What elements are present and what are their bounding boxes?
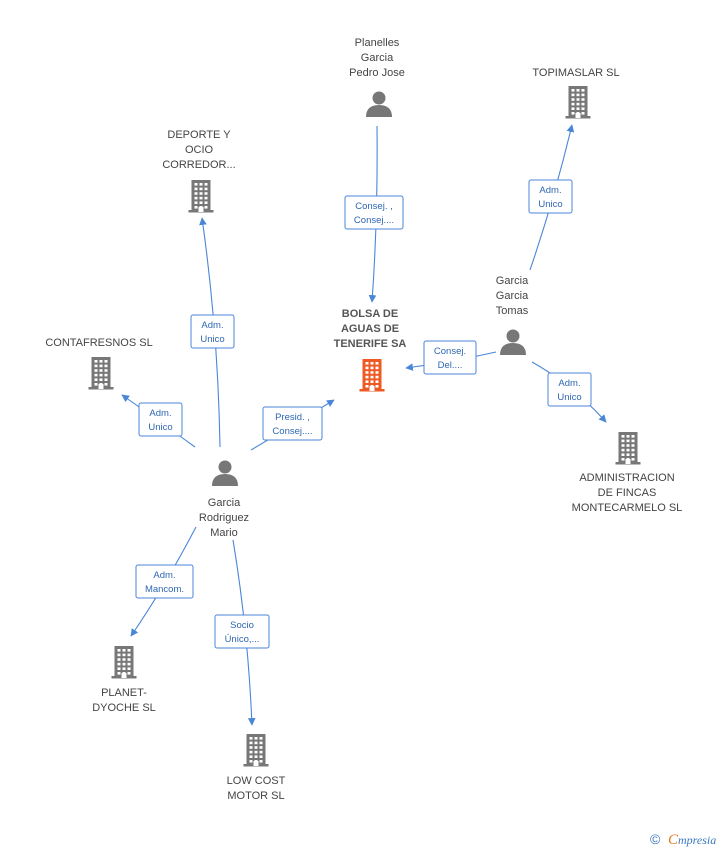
node-label[interactable]: Tomas: [496, 305, 529, 317]
edge-label[interactable]: Consej. Del....: [423, 340, 477, 375]
node-label[interactable]: CORREDOR...: [162, 159, 235, 171]
edge-garcia_mario-lowcost: SocioÚnico,...: [214, 539, 270, 726]
edge-label[interactable]: SocioÚnico,...: [214, 614, 270, 649]
edge-label-text: Adm.: [558, 378, 580, 389]
edge-label[interactable]: Adm. Unico: [138, 402, 183, 437]
edge-label-text: Unico: [200, 334, 224, 345]
edge-label-box[interactable]: [547, 372, 592, 407]
edge-garcia_tomas-bolsa: Consej. Del....: [405, 340, 497, 375]
building-icon[interactable]: [88, 357, 114, 390]
edge-label[interactable]: Consej. , Consej....: [344, 195, 404, 230]
person-icon[interactable]: [500, 329, 526, 356]
building-icon[interactable]: [359, 359, 385, 392]
node-label[interactable]: Planelles: [355, 37, 400, 49]
building-icon[interactable]: [615, 432, 641, 465]
edge-label-box[interactable]: [190, 314, 235, 349]
edge-garcia_mario-contafresnos: Adm. Unico: [121, 394, 196, 448]
edge-label-text: Único,...: [225, 634, 260, 645]
edge-label-text: Consej.: [434, 346, 466, 357]
node-label[interactable]: MOTOR SL: [227, 790, 284, 802]
edge-label[interactable]: Adm. Unico: [528, 179, 573, 214]
node-contafresnos[interactable]: CONTAFRESNOS SL: [45, 337, 153, 390]
edge-label-text: Adm.: [153, 570, 175, 581]
node-planet[interactable]: PLANET- DYOCHE SL: [92, 646, 156, 714]
node-label[interactable]: OCIO: [185, 144, 214, 156]
node-label[interactable]: Garcia: [208, 497, 241, 509]
node-label[interactable]: MONTECARMELO SL: [572, 502, 683, 514]
node-label[interactable]: Mario: [210, 527, 238, 539]
brand-name: mpresia: [678, 833, 716, 847]
edge-label[interactable]: Adm. Unico: [190, 314, 235, 349]
edge-garcia_mario-bolsa: Presid. , Consej....: [250, 399, 335, 451]
edge-garcia_tomas-administracion: Adm. Unico: [531, 361, 607, 423]
edge-label-text: Presid. ,: [275, 412, 310, 423]
node-label[interactable]: BOLSA DE: [342, 308, 398, 320]
node-label[interactable]: CONTAFRESNOS SL: [45, 337, 152, 349]
building-icon[interactable]: [188, 180, 214, 213]
node-label[interactable]: TENERIFE SA: [334, 338, 407, 350]
edge-label-text: Adm.: [149, 408, 171, 419]
node-label[interactable]: TOPIMASLAR SL: [532, 67, 619, 79]
node-deporte[interactable]: DEPORTE Y OCIO CORREDOR...: [162, 129, 236, 213]
edge-label-text: Consej....: [354, 215, 394, 226]
node-label[interactable]: AGUAS DE: [341, 323, 399, 335]
node-label[interactable]: DE FINCAS: [598, 487, 657, 499]
edges-layer: Consej. ,Consej....Adm.UnicoConsej.Del..…: [121, 124, 607, 726]
node-label[interactable]: LOW COST: [227, 775, 286, 787]
edge-label-box[interactable]: [423, 340, 477, 375]
node-label[interactable]: DYOCHE SL: [92, 702, 156, 714]
edge-label-text: Unico: [148, 422, 172, 433]
edge-label[interactable]: Adm. Mancom.: [135, 564, 194, 599]
person-icon[interactable]: [366, 91, 392, 118]
edge-label-box[interactable]: [214, 614, 270, 649]
edge-label-box[interactable]: [344, 195, 404, 230]
building-icon[interactable]: [565, 86, 591, 119]
node-label[interactable]: ADMINISTRACION: [579, 472, 674, 484]
edge-label-text: Unico: [557, 392, 581, 403]
edge-label-text: Mancom.: [145, 584, 184, 595]
edge-label-box[interactable]: [138, 402, 183, 437]
building-icon[interactable]: [243, 734, 269, 767]
edge-label-text: Consej. ,: [355, 201, 393, 212]
node-label[interactable]: Pedro Jose: [349, 67, 405, 79]
node-label[interactable]: PLANET-: [101, 687, 147, 699]
edge-label[interactable]: Presid. , Consej....: [262, 406, 323, 441]
edge-planelles-bolsa: Consej. , Consej....: [344, 125, 404, 303]
node-label[interactable]: Rodriguez: [199, 512, 249, 524]
edge-garcia_mario-planet: Adm. Mancom.: [130, 526, 197, 637]
empresia-logo: © C mpresia: [650, 831, 716, 848]
building-icon[interactable]: [111, 646, 137, 679]
brand-initial: C: [668, 832, 679, 848]
node-label[interactable]: Garcia: [496, 290, 529, 302]
node-bolsa[interactable]: BOLSA DE AGUAS DE TENERIFE SA: [334, 308, 407, 392]
edge-label-text: Adm.: [539, 185, 561, 196]
person-icon[interactable]: [212, 460, 238, 487]
node-administracion[interactable]: ADMINISTRACION DE FINCAS MONTECARMELO SL: [572, 432, 683, 514]
node-lowcost[interactable]: LOW COST MOTOR SL: [227, 734, 286, 802]
edge-label-text: Del....: [438, 360, 463, 371]
node-label[interactable]: DEPORTE Y: [167, 129, 231, 141]
nodes-layer: BOLSA DE AGUAS DE TENERIFE SA PlanellesGarc…: [45, 37, 682, 802]
node-topimaslar[interactable]: TOPIMASLAR SL: [532, 67, 620, 119]
edge-label-text: Socio: [230, 620, 254, 631]
edge-label[interactable]: Adm. Unico: [547, 372, 592, 407]
edge-label-text: Consej....: [272, 426, 312, 437]
edge-label-box[interactable]: [528, 179, 573, 214]
edge-label-text: Adm.: [201, 320, 223, 331]
node-label[interactable]: Garcia: [361, 52, 394, 64]
edge-garcia_mario-deporte: Adm. Unico: [190, 217, 235, 448]
copyright-icon: ©: [650, 831, 661, 847]
edge-label-box[interactable]: [135, 564, 194, 599]
node-label[interactable]: Garcia: [496, 275, 529, 287]
edge-label-text: Unico: [538, 199, 562, 210]
edge-label-box[interactable]: [262, 406, 323, 441]
edge-garcia_tomas-topimaslar: Adm. Unico: [528, 124, 575, 271]
